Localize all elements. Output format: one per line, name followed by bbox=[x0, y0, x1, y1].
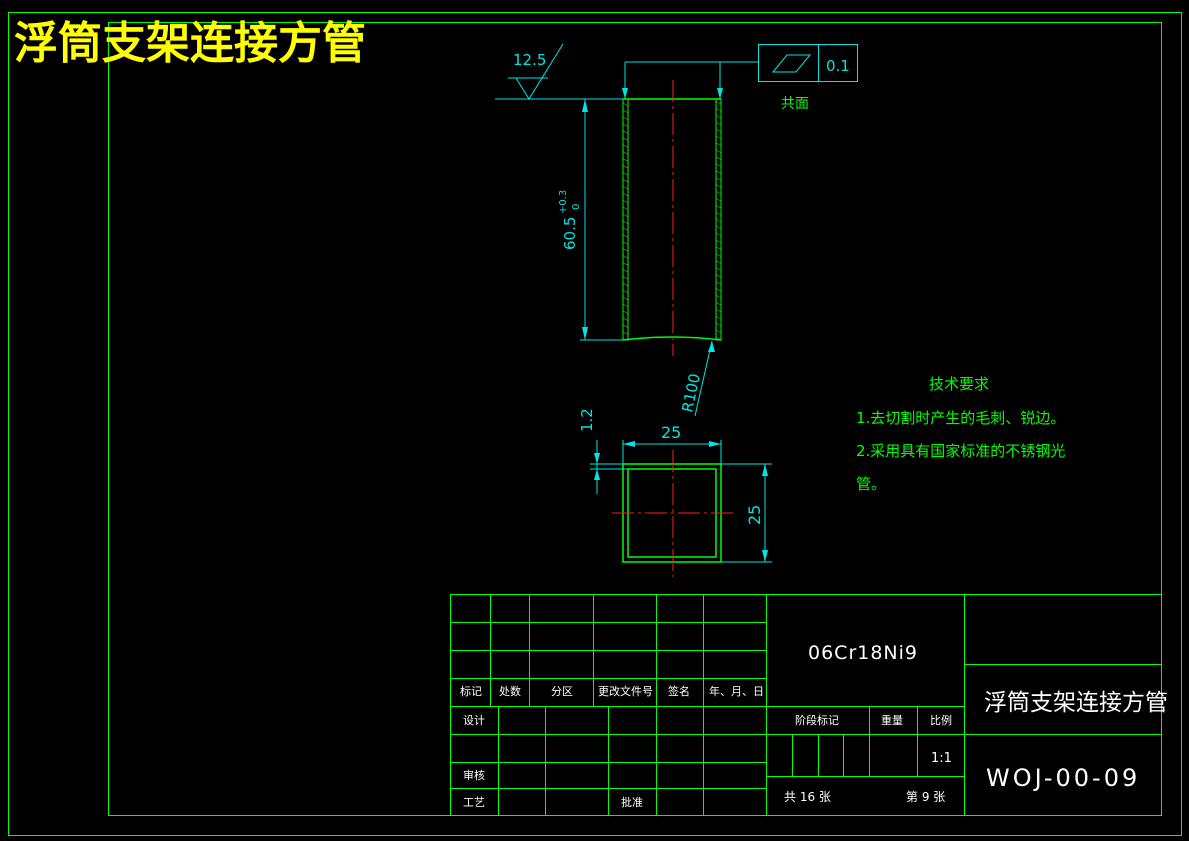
notes-item-1: 1.去切割时产生的毛刺、锐边。 bbox=[856, 409, 1065, 427]
datum-note: 共面 bbox=[781, 96, 809, 112]
header-zone: 分区 bbox=[551, 685, 573, 698]
flatness-leaders bbox=[622, 61, 758, 99]
svg-text:+0.3: +0.3 bbox=[558, 190, 569, 214]
flatness-frame: 0.1 bbox=[758, 44, 858, 82]
part-name: 浮筒支架连接方管 bbox=[984, 690, 1168, 716]
section-view bbox=[612, 450, 733, 577]
sheets-total: 共 16 张 bbox=[784, 790, 831, 804]
weight-label: 重量 bbox=[881, 713, 903, 727]
stage-mark-label: 阶段标记 bbox=[795, 713, 839, 727]
radius-leader bbox=[694, 340, 715, 417]
length-dim-text: 60.5 +0.3 0 bbox=[558, 190, 582, 250]
header-change-doc: 更改文件号 bbox=[598, 684, 653, 698]
front-view bbox=[622, 80, 722, 356]
notes-heading: 技术要求 bbox=[929, 375, 989, 393]
drawing-number: WOJ-00-09 bbox=[986, 764, 1140, 792]
scale-value: 1:1 bbox=[931, 751, 952, 766]
role-process: 工艺 bbox=[463, 796, 485, 809]
sheet-number: 第 9 张 bbox=[906, 790, 945, 804]
parallelogram-icon bbox=[771, 54, 812, 73]
role-design: 设计 bbox=[463, 714, 485, 727]
notes-item-2: 2.采用具有国家标准的不锈钢光 bbox=[856, 442, 1065, 460]
right-wall-section bbox=[715, 98, 722, 341]
title-overlay: 浮筒支架连接方管 bbox=[14, 18, 366, 69]
material: 06Cr18Ni9 bbox=[808, 642, 918, 664]
roughness-value: 12.5 bbox=[513, 51, 546, 69]
thickness-dimension bbox=[590, 440, 628, 494]
thickness-dim: 1.2 bbox=[578, 408, 596, 432]
height-dimension bbox=[721, 463, 772, 563]
height-dim: 25 bbox=[745, 505, 764, 525]
header-date: 年、月、日 bbox=[709, 684, 764, 698]
left-wall-section bbox=[622, 98, 629, 341]
width-dim: 25 bbox=[661, 423, 681, 442]
header-signature: 签名 bbox=[668, 684, 690, 698]
svg-text:0: 0 bbox=[571, 204, 582, 210]
title-block-text: 标记 处数 分区 更改文件号 签名 年、月、日 设计 审核 工艺 批准 阶段标记… bbox=[460, 684, 952, 809]
outer-border bbox=[8, 12, 1182, 836]
role-approve: 批准 bbox=[621, 795, 643, 809]
header-mark: 标记 bbox=[460, 684, 482, 698]
roughness-symbol bbox=[508, 43, 564, 100]
flatness-value: 0.1 bbox=[826, 57, 850, 75]
header-count: 处数 bbox=[499, 685, 521, 698]
bottom-curved-edge bbox=[622, 336, 722, 341]
notes-item-2-cont: 管。 bbox=[856, 475, 886, 493]
role-review: 审核 bbox=[463, 768, 485, 782]
length-dimension bbox=[495, 98, 623, 341]
title-block bbox=[450, 594, 1162, 816]
scale-label: 比例 bbox=[930, 713, 952, 727]
width-dimension bbox=[622, 440, 722, 464]
radius-dim: R100 bbox=[678, 372, 704, 414]
svg-text:60.5: 60.5 bbox=[561, 217, 579, 250]
